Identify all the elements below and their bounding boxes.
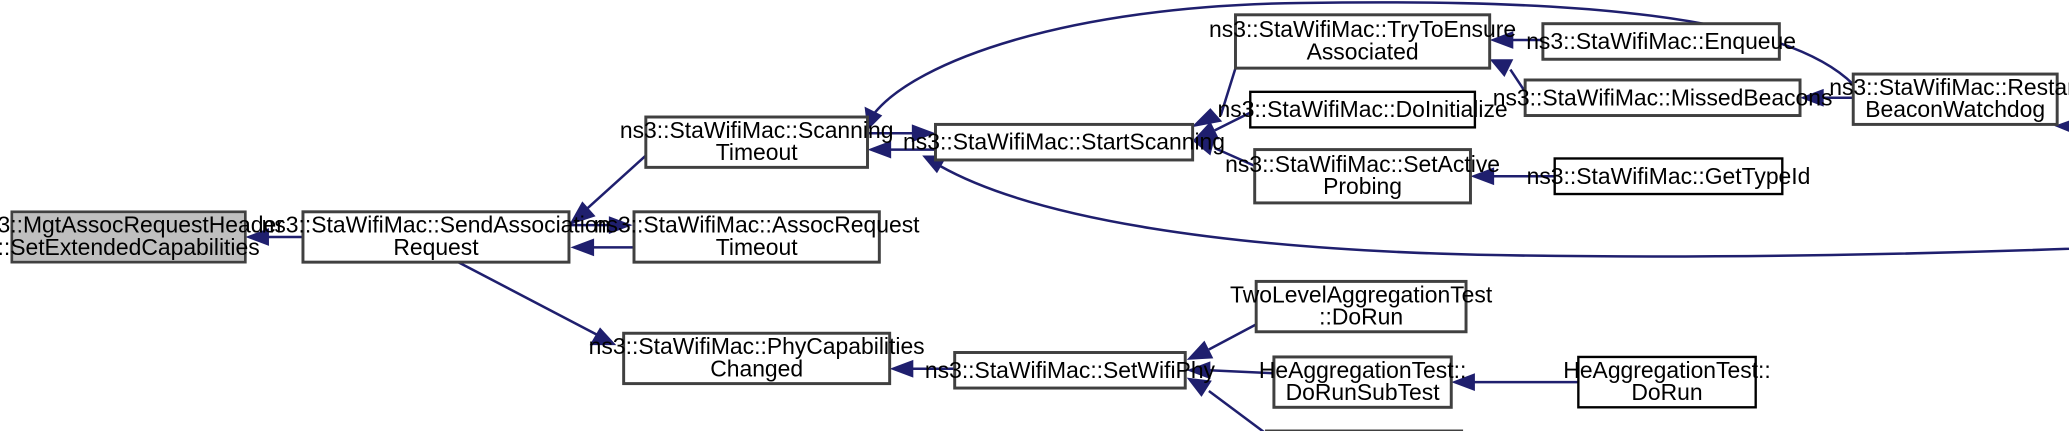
node-get-type-id[interactable]: ns3::StaWifiMac::GetTypeId	[1527, 157, 1811, 196]
node-layer: ns3::MgtAssocRequestHeader ::SetExtended…	[0, 13, 2069, 431]
node-he-aggregation-test-dorunsubtest[interactable]: HeAggregationTest:: DoRunSubTest	[1259, 355, 1466, 409]
node-label-line2: Associated	[1307, 38, 1419, 64]
node-send-association-request[interactable]: ns3::StaWifiMac::SendAssociation Request	[262, 210, 611, 264]
edge-do-initialize-to-start-scanning	[1192, 111, 1251, 141]
node-label-line2: ::SetExtendedCapabilities	[0, 234, 260, 260]
node-label-line2: Request	[393, 234, 479, 260]
edge-assoc-request-timeout-to-send-association-request	[570, 238, 635, 257]
node-set-extended-capabilities[interactable]: ns3::MgtAssocRequestHeader ::SetExtended…	[0, 210, 284, 264]
node-label-line1: TwoLevelAggregationTest	[1230, 281, 1493, 307]
node-label-line1: ns3::StaWifiMac::Restart	[1829, 74, 2069, 100]
edge-enqueue-to-try-to-ensure-associated	[1489, 31, 1543, 49]
edge-missed-beacons-to-try-to-ensure-associated	[1489, 59, 1527, 93]
edge-send-association-request-to-assoc-request-timeout	[568, 216, 633, 235]
edge-restart-beacon-watchdog-to-missed-beacons	[1800, 88, 1854, 107]
node-label-line2: ::DoRun	[1319, 303, 1403, 329]
node-label-line1: HeAggregationTest::	[1259, 357, 1466, 383]
edge-two-level-aggregation-test-dorun-to-set-wifi-phy	[1186, 323, 1257, 360]
node-restart-beacon-watchdog[interactable]: ns3::StaWifiMac::Restart BeaconWatchdog	[1829, 72, 2069, 126]
edge-start-scanning-to-scanning-timeout	[867, 140, 936, 159]
edge-get-type-id-to-set-active-probing	[1470, 167, 1555, 186]
node-label-line1: ns3::StaWifiMac::Scanning	[620, 117, 894, 143]
node-set-active-probing[interactable]: ns3::StaWifiMac::SetActive Probing	[1225, 148, 1500, 205]
node-missed-beacons[interactable]: ns3::StaWifiMac::MissedBeacons	[1493, 78, 1833, 118]
edge-he-aggregation-test-dorun-to-he-aggregation-test-dorunsubtest	[1451, 373, 1579, 392]
node-label-line1: ns3::StaWifiMac::SetActive	[1225, 151, 1500, 177]
node-set-wifi-phy[interactable]: ns3::StaWifiMac::SetWifiPhy	[925, 351, 1216, 390]
node-label-line1: ns3::StaWifiMac::AssocRequest	[594, 212, 920, 238]
edge-he-aggregation-test-dorunsubtest-to-set-wifi-phy	[1186, 361, 1274, 380]
node-he-aggregation-test-dorun[interactable]: HeAggregationTest:: DoRun	[1563, 355, 1771, 409]
node-label-line1: ns3::StaWifiMac::DoInitialize	[1218, 96, 1508, 122]
node-start-scanning[interactable]: ns3::StaWifiMac::StartScanning	[903, 122, 1225, 162]
node-label-line2: Probing	[1323, 173, 1402, 199]
node-label-line2: BeaconWatchdog	[1865, 96, 2045, 122]
node-label-line1: ns3::StaWifiMac::TryToEnsure	[1209, 16, 1516, 42]
node-scanning-timeout[interactable]: ns3::StaWifiMac::Scanning Timeout	[620, 115, 894, 169]
node-label-line2: DoRunSubTest	[1286, 379, 1441, 405]
node-try-to-ensure-associated[interactable]: ns3::StaWifiMac::TryToEnsure Associated	[1209, 13, 1516, 70]
node-assoc-request-timeout[interactable]: ns3::StaWifiMac::AssocRequest Timeout	[594, 210, 920, 264]
node-label-line2: Timeout	[716, 234, 798, 260]
node-label-line1: ns3::StaWifiMac::MissedBeacons	[1493, 84, 1833, 110]
edge-send-association-request-to-phy-capabilities-changed	[457, 261, 617, 346]
node-label-line1: ns3::MgtAssocRequestHeader	[0, 212, 284, 238]
edge-set-wifi-phy-to-phy-capabilities-changed	[889, 359, 955, 378]
node-label-line1: ns3::StaWifiMac::Enqueue	[1526, 28, 1796, 54]
node-label-line2: Timeout	[716, 139, 798, 165]
edge-receive-to-restart-beacon-watchdog	[2054, 120, 2069, 132]
node-label-line2: Changed	[710, 355, 803, 381]
edge-try-to-ensure-associated-to-start-scanning	[1191, 67, 1237, 128]
node-label-line1: ns3::StaWifiMac::SendAssociation	[262, 212, 611, 238]
node-label-line1: ns3::StaWifiMac::GetTypeId	[1527, 163, 1811, 189]
edge-set-active-probing-to-start-scanning	[1192, 137, 1256, 168]
edge-send-association-request-to-set-extended-capabilities	[245, 228, 303, 246]
edge-ampdu-aggregation-test-dorun-to-set-wifi-phy	[1186, 377, 1265, 431]
edge-scanning-timeout-to-start-scanning	[867, 124, 936, 143]
node-label-line1: ns3::StaWifiMac::SetWifiPhy	[925, 357, 1216, 383]
edge-scanning-timeout-to-send-association-request	[568, 154, 647, 226]
node-label-line1: ns3::StaWifiMac::StartScanning	[903, 129, 1225, 155]
node-label-line1: ns3::StaWifiMac::PhyCapabilities	[589, 333, 925, 359]
node-phy-capabilities-changed[interactable]: ns3::StaWifiMac::PhyCapabilities Changed	[589, 331, 925, 386]
node-label-line2: DoRun	[1631, 379, 1702, 405]
node-two-level-aggregation-test-dorun[interactable]: TwoLevelAggregationTest ::DoRun	[1230, 279, 1493, 334]
node-label-line1: HeAggregationTest::	[1563, 357, 1770, 383]
node-do-initialize[interactable]: ns3::StaWifiMac::DoInitialize	[1218, 90, 1508, 129]
node-enqueue[interactable]: ns3::StaWifiMac::Enqueue	[1526, 22, 1796, 61]
